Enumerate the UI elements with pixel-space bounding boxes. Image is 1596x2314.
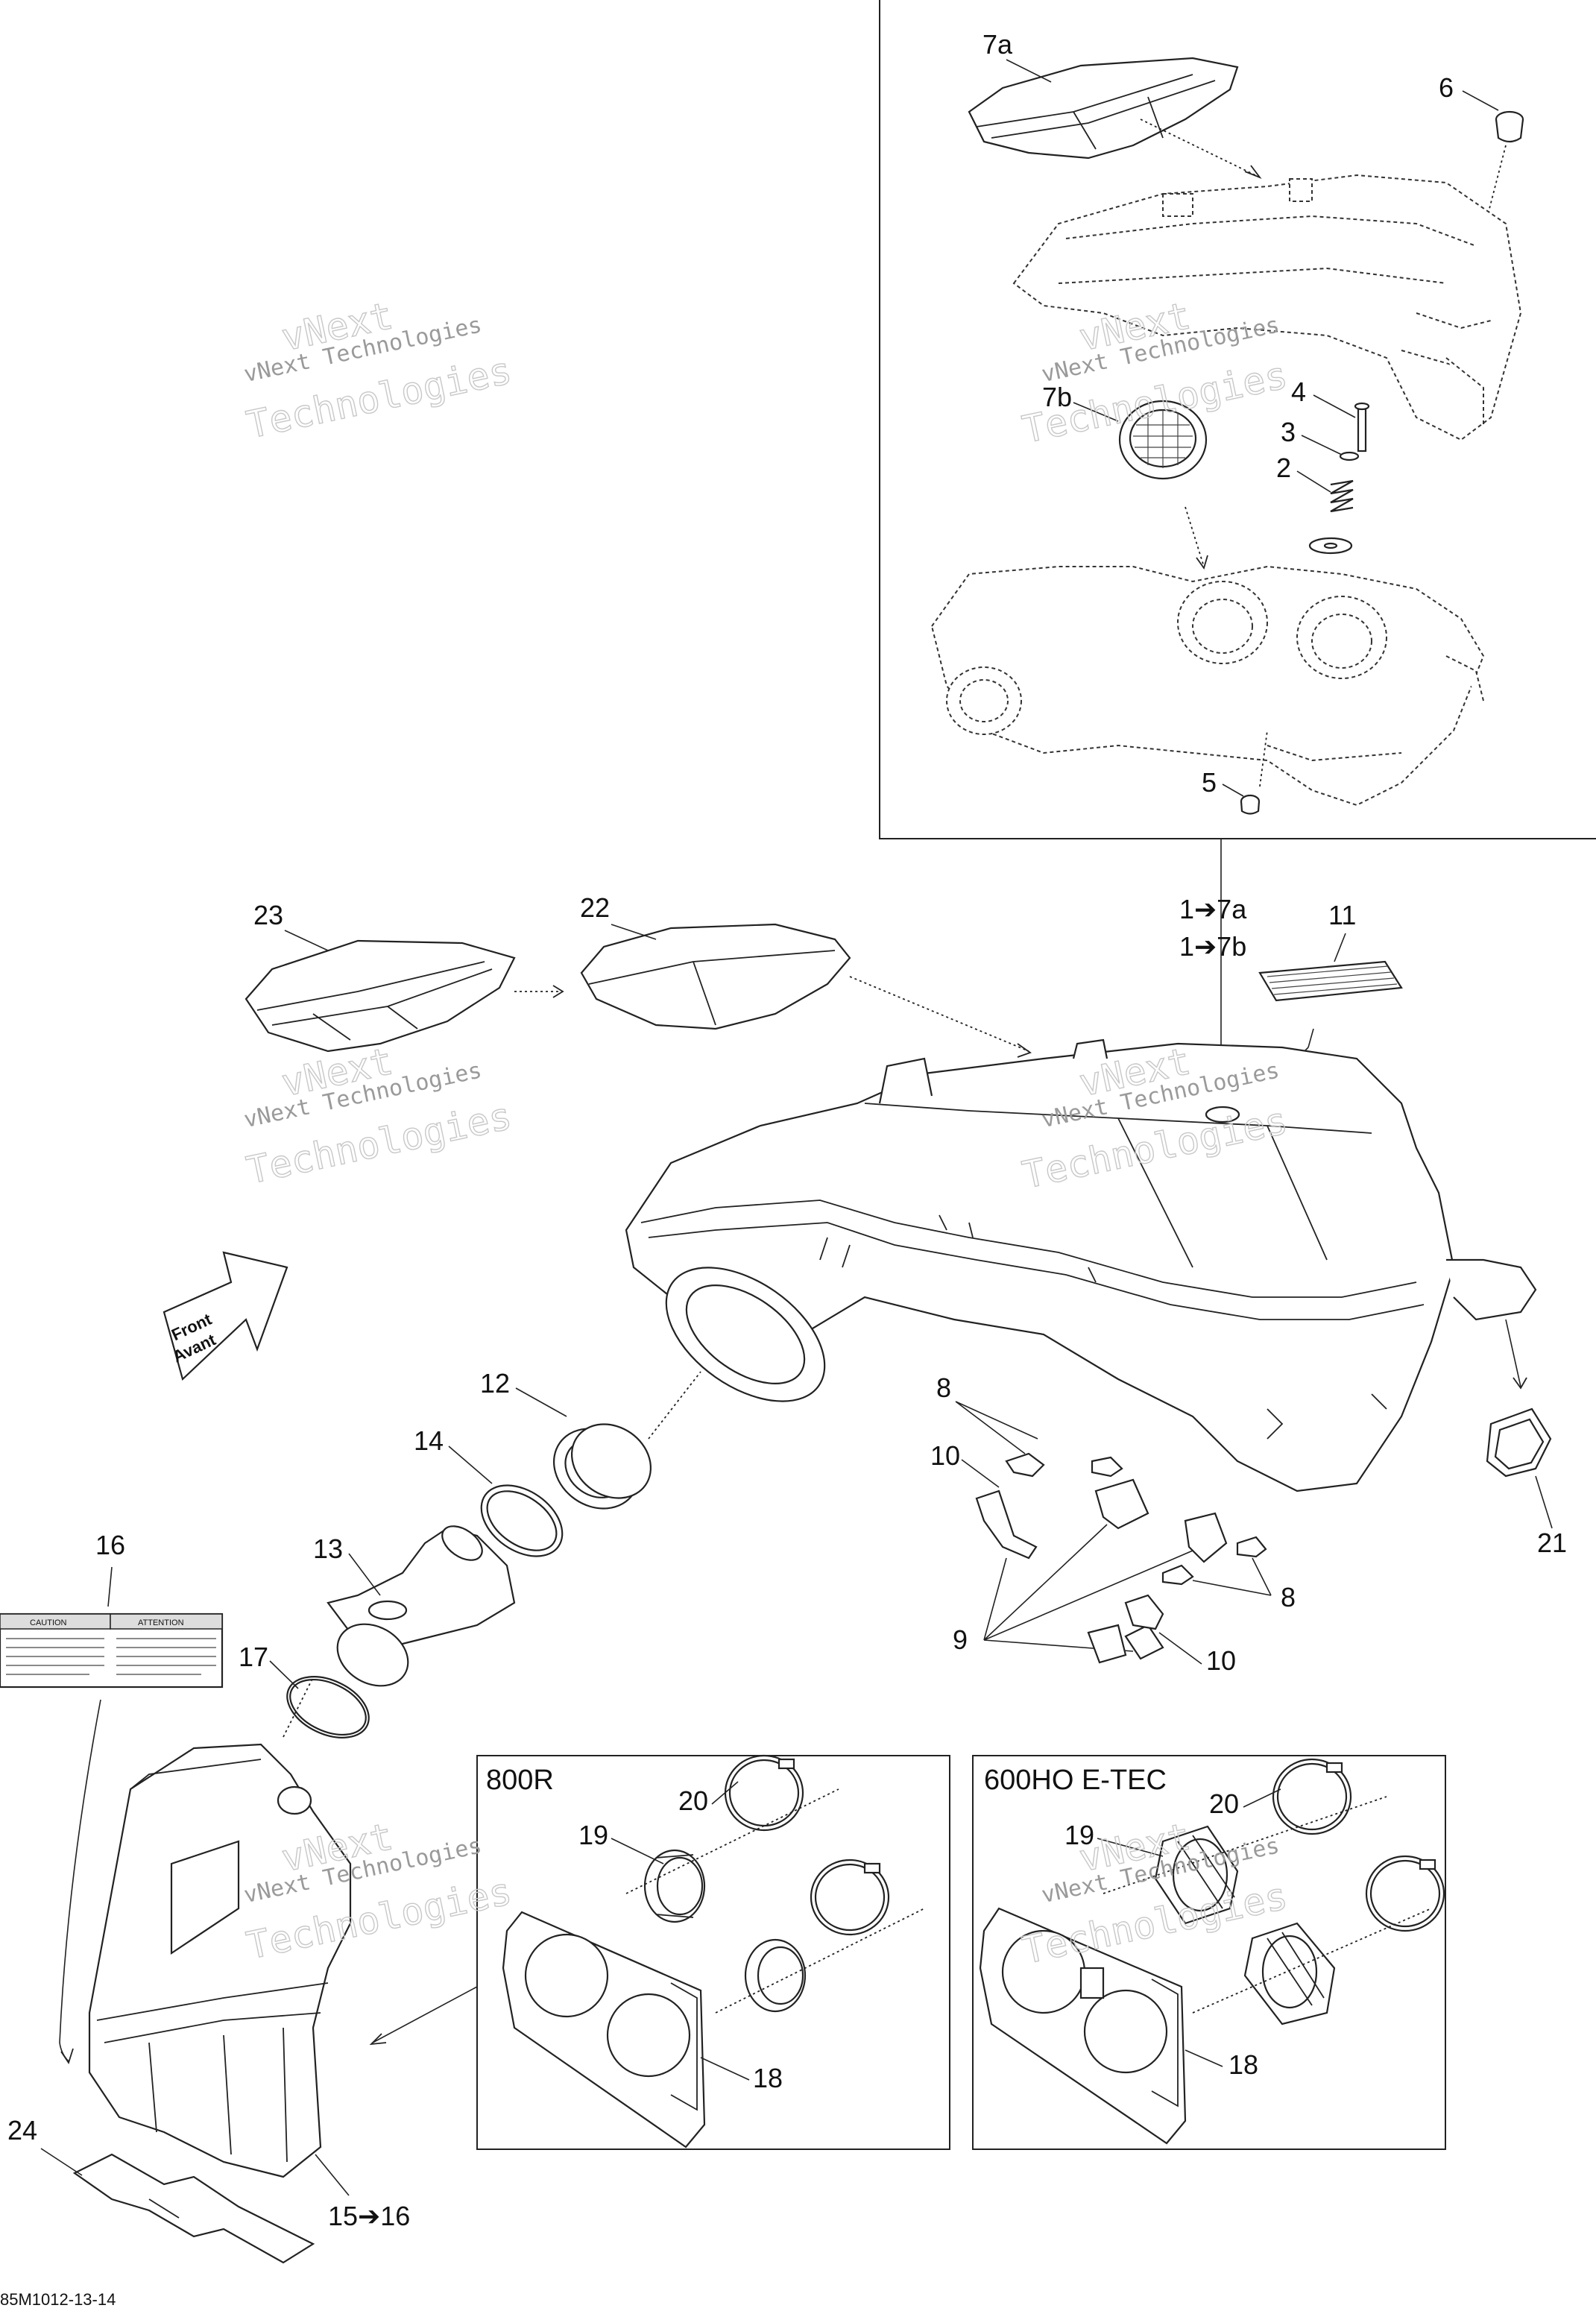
callout-9: 9 <box>953 1624 968 1655</box>
callout-14: 14 <box>414 1425 444 1456</box>
part-11-decal <box>1258 960 1403 1002</box>
part-7a-cover <box>968 57 1239 160</box>
part-8-clip-lower <box>1161 1536 1267 1586</box>
warning-caution-title: CAUTION <box>30 1618 67 1627</box>
callout-21: 21 <box>1537 1528 1567 1558</box>
front-arrow: Front Avant <box>163 1251 288 1381</box>
callout-1-7b: 1➔7b <box>1179 931 1246 962</box>
variant-label-800r: 800R <box>486 1765 554 1796</box>
callout-2: 2 <box>1276 453 1291 483</box>
part-12-adaptor <box>552 1423 652 1510</box>
callout-19b: 19 <box>1064 1820 1094 1850</box>
lower-airbox-half <box>930 565 1485 807</box>
part-23-outer-cover <box>245 939 516 1053</box>
callout-18a: 18 <box>753 2063 783 2093</box>
upper-airbox-half <box>1012 174 1522 441</box>
callout-16: 16 <box>95 1530 125 1560</box>
callout-19a: 19 <box>578 1820 608 1850</box>
part-16-warning-label: CAUTION ATTENTION <box>0 1612 224 1689</box>
part-4-screw <box>1354 402 1370 453</box>
callout-24: 24 <box>7 2115 37 2146</box>
part-17-o-ring <box>286 1676 370 1738</box>
callout-10b: 10 <box>1206 1645 1236 1676</box>
callout-11: 11 <box>1328 900 1356 930</box>
callout-1-7a: 1➔7a <box>1179 894 1247 924</box>
part-13-tube <box>327 1525 516 1687</box>
variant-label-600ho: 600HO E-TEC <box>984 1765 1167 1796</box>
inset-frame <box>879 0 1596 839</box>
callout-7b: 7b <box>1042 382 1072 412</box>
part-washer-base <box>1308 537 1353 555</box>
watermark-1: vNext vNext Technologies Technologies <box>242 294 516 448</box>
callout-22: 22 <box>580 892 610 923</box>
callout-20b: 20 <box>1209 1788 1239 1819</box>
part-8-clip-upper <box>1005 1452 1123 1478</box>
callout-8a: 8 <box>936 1372 951 1403</box>
callout-18b: 18 <box>1228 2049 1258 2080</box>
callout-12: 12 <box>480 1368 510 1399</box>
callout-3: 3 <box>1281 417 1296 447</box>
callout-20a: 20 <box>678 1785 708 1816</box>
part-15-silencer <box>88 1743 352 2178</box>
warning-attention-title: ATTENTION <box>138 1618 184 1627</box>
variant-box-600ho: 600HO E-TEC <box>972 1755 1446 2150</box>
callout-15-16: 15➔16 <box>328 2201 410 2231</box>
callout-7a: 7a <box>982 29 1013 60</box>
part-6-grommet <box>1495 110 1524 143</box>
part-24-pad <box>72 2153 315 2264</box>
callout-10a: 10 <box>930 1440 960 1471</box>
part-9-bracket <box>1094 1478 1228 1660</box>
callout-8b: 8 <box>1281 1582 1296 1612</box>
part-21-duct-boot <box>1486 1407 1552 1478</box>
part-22-inner-cover <box>580 923 851 1030</box>
part-5-nut <box>1240 794 1261 815</box>
part-10-clamp-upper <box>975 1489 1038 1560</box>
callout-17: 17 <box>239 1642 268 1672</box>
watermark-3: vNext vNext Technologies Technologies <box>242 1039 516 1194</box>
part-10-clamp-lower <box>1087 1594 1164 1664</box>
callout-4: 4 <box>1291 376 1306 407</box>
part-7b-filter-cap <box>1118 400 1208 480</box>
callout-5: 5 <box>1202 767 1217 798</box>
main-airbox <box>625 1038 1537 1492</box>
part-3-washer <box>1339 451 1360 461</box>
diagram-id: 85M1012-13-14 <box>0 2290 116 2309</box>
part-2-spring <box>1330 479 1354 513</box>
callout-6: 6 <box>1439 72 1454 103</box>
part-14-clamp-ring <box>480 1484 564 1557</box>
callout-23: 23 <box>253 900 283 930</box>
callout-13: 13 <box>313 1533 343 1564</box>
variant-box-800r: 800R <box>476 1754 950 2150</box>
